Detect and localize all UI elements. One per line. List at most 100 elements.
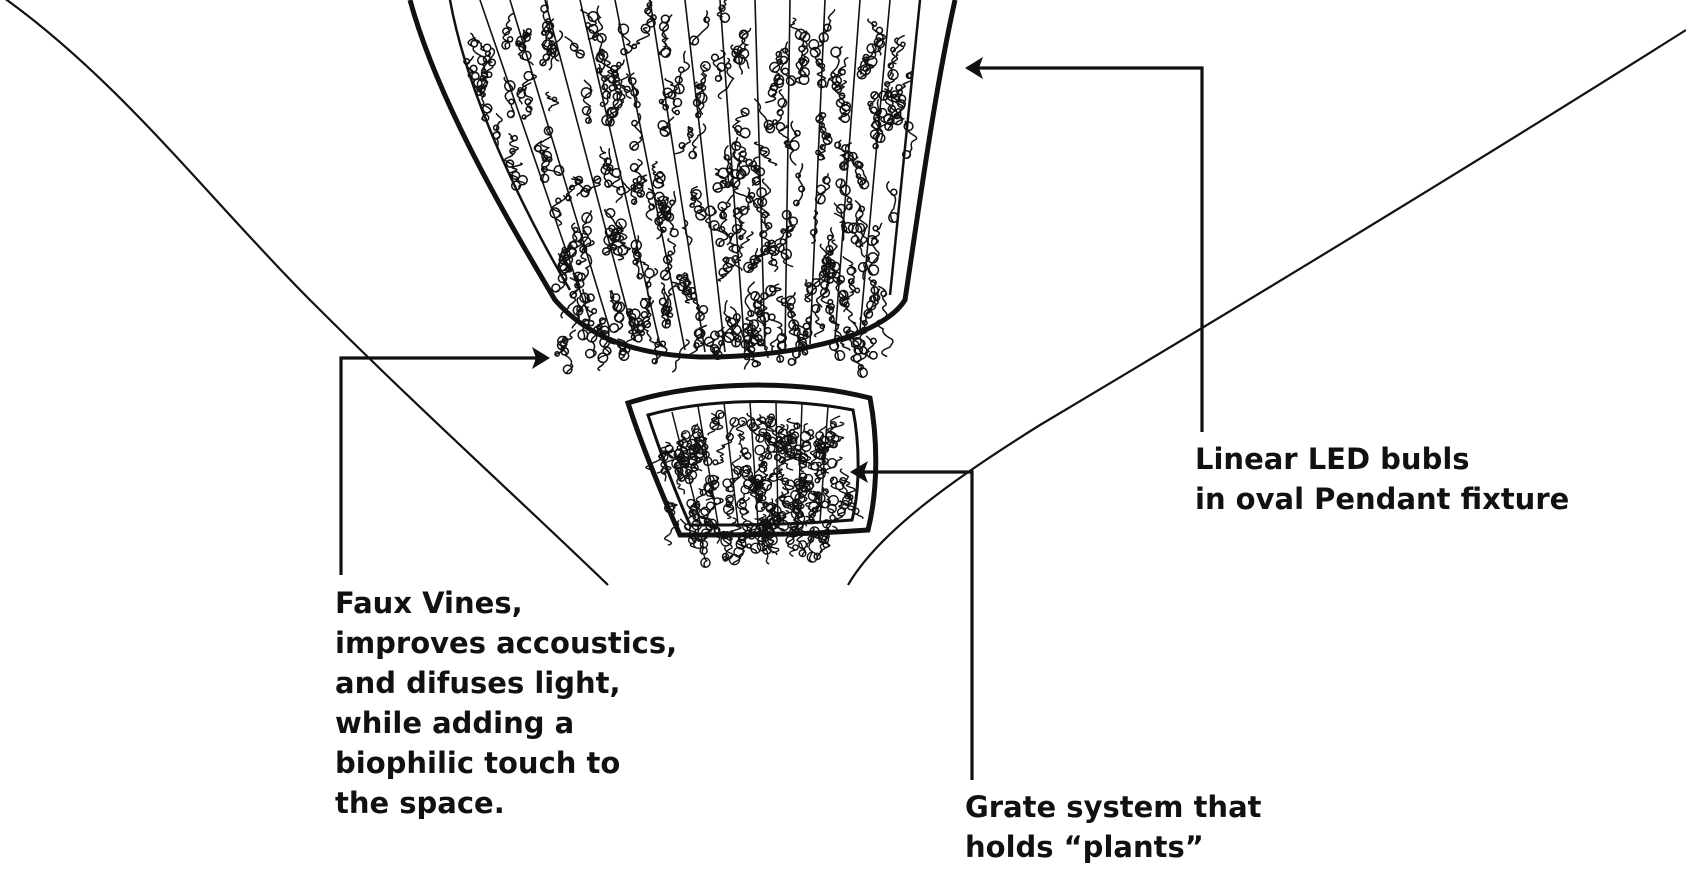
vine-stroke (470, 32, 492, 57)
shade-inner-rim-right (888, 0, 922, 296)
vine-stroke (857, 254, 871, 281)
vine-stroke (516, 70, 538, 105)
vine-stroke (731, 455, 742, 483)
vine-stroke (799, 423, 815, 448)
vine-stroke (825, 303, 840, 327)
vine-stroke (716, 0, 731, 23)
vine-stroke (644, 267, 659, 306)
vine-stroke (773, 510, 790, 532)
vine-stroke (855, 215, 868, 258)
vine-stroke (886, 86, 896, 126)
vine-stroke (658, 282, 668, 317)
vine-stroke (769, 337, 785, 363)
vine-stroke (778, 486, 794, 507)
vine-stroke (842, 255, 861, 294)
vine-stroke (504, 133, 519, 168)
vine-stroke (686, 498, 698, 519)
vine-stroke (476, 78, 493, 122)
vine-stroke (814, 425, 830, 454)
vine-stroke (815, 111, 832, 139)
vine-stroke (707, 412, 721, 436)
vine-stroke (857, 43, 877, 75)
vine-stroke (866, 222, 883, 247)
vine-stroke (765, 89, 788, 134)
vine-stroke (521, 82, 534, 120)
vine-stroke (664, 501, 678, 516)
vine-stroke (794, 480, 815, 511)
vine-stroke (687, 327, 706, 359)
vine-stroke (575, 236, 595, 266)
vine-stroke (775, 472, 796, 491)
vine-stroke (549, 195, 566, 226)
vine-stroke (515, 40, 534, 66)
vine-stroke (762, 524, 778, 556)
vine-stroke (902, 120, 918, 160)
vine-stroke (833, 212, 848, 241)
vine-stroke (875, 107, 895, 132)
vine-stroke (571, 288, 590, 329)
background-curve-right (847, 29, 1686, 586)
vine-stroke (802, 314, 813, 338)
vine-stroke (890, 71, 913, 98)
vine-stroke (630, 23, 651, 50)
vine-stroke (728, 228, 742, 262)
background-curve-left (4, 0, 609, 586)
label-linear-led-line: in oval Pendant fixture (1195, 482, 1570, 516)
vine-stroke (596, 63, 611, 99)
vine-stroke (615, 178, 631, 203)
vine-stroke (720, 530, 734, 562)
vine-stroke (603, 55, 623, 101)
vine-stroke (688, 123, 707, 160)
vine-stroke (580, 8, 599, 40)
vine-stroke (674, 430, 691, 459)
vine-stroke (726, 317, 742, 343)
vine-stroke (740, 479, 754, 500)
vine-stroke (619, 73, 632, 99)
label-faux-vines-line: biophilic touch to (335, 746, 621, 780)
vine-stroke (595, 31, 607, 73)
vine-stroke (644, 0, 657, 28)
vine-stroke (477, 47, 496, 93)
vine-stroke (603, 207, 628, 249)
vine-stroke (825, 415, 841, 441)
vine-stroke (856, 56, 878, 80)
vine-stroke (765, 491, 784, 522)
vine-stroke (704, 474, 720, 501)
vine-stroke (687, 519, 704, 549)
vine-stroke (785, 525, 799, 557)
vine-stroke (813, 468, 826, 484)
vine-stroke (599, 146, 612, 172)
vine-stroke (703, 474, 720, 500)
vine-stroke (754, 444, 768, 474)
vine-stroke (751, 156, 762, 186)
vine-stroke (632, 174, 648, 198)
vine-stroke (811, 303, 826, 338)
vine-stroke (875, 319, 894, 358)
vine-stroke (675, 439, 689, 469)
vine-stroke (813, 525, 838, 561)
vine-stroke (786, 418, 801, 445)
vine-stroke (867, 90, 880, 129)
vine-stroke (739, 464, 756, 484)
vine-stroke (787, 327, 808, 366)
vine-stroke (557, 335, 574, 375)
vine-stroke (736, 497, 750, 521)
vine-stroke (710, 49, 727, 82)
vine-stroke (717, 57, 735, 100)
vine-stroke (738, 522, 762, 554)
label-faux-vines-line: the space. (335, 786, 505, 820)
vine-stroke (822, 487, 839, 506)
vine-stroke (695, 61, 711, 90)
vine-stroke (597, 329, 612, 372)
vine-stroke (731, 231, 754, 271)
vine-stroke (725, 493, 735, 508)
label-grate-system-line: holds “plants” (965, 830, 1204, 864)
vine-stroke (840, 479, 856, 501)
vine-stroke (839, 495, 864, 519)
vine-stroke (717, 527, 733, 561)
vine-stroke (835, 98, 852, 123)
vine-stroke (893, 85, 907, 120)
vine-stroke (704, 205, 720, 231)
vine-stroke (730, 180, 754, 211)
vine-stroke (627, 72, 641, 109)
